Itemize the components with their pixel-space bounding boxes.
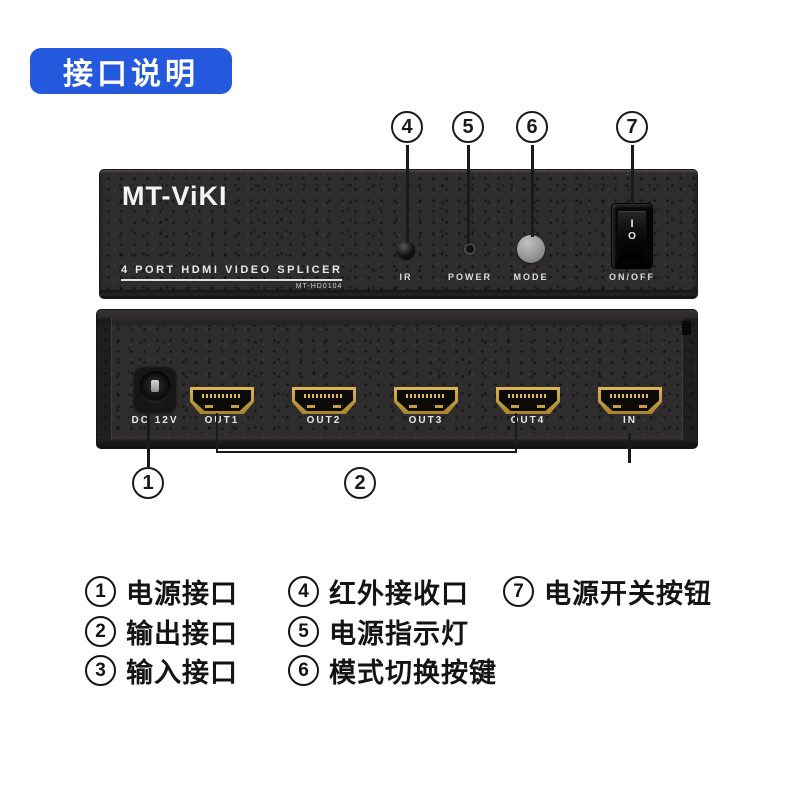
- dc-jack-hole: [139, 371, 171, 403]
- callout-5: 5: [452, 111, 484, 143]
- callout-line-7: [631, 145, 634, 204]
- callout-line-6: [531, 145, 534, 237]
- callout-4: 4: [391, 111, 423, 143]
- callout-line-5: [467, 145, 470, 244]
- legend-item-7: 7 电源开关按钮: [503, 572, 712, 611]
- rear-panel-right-flange: [682, 318, 697, 440]
- hdmi-port-out3: [394, 387, 458, 414]
- switch-on-symbol: I: [630, 218, 634, 230]
- legend-number-7: 7: [503, 576, 534, 607]
- product-model: MT-HD0104: [295, 283, 343, 290]
- rear-panel-top-edge: [97, 310, 697, 325]
- power-led-icon: [464, 243, 476, 255]
- port-label-in: IN: [623, 415, 637, 426]
- callout-bracket-2: [216, 413, 517, 453]
- callout-line-3: [628, 433, 631, 463]
- device-front-panel: MT-ViKI 4 PORT HDMI VIDEO SPLICER MT-HD0…: [100, 170, 697, 298]
- legend-text-7: 电源开关按钮: [544, 579, 712, 609]
- legend-text-3: 输入接口: [126, 658, 238, 688]
- port-label-out1: OUT1: [204, 415, 240, 426]
- rear-panel-corner-notch: [682, 321, 691, 335]
- callout-line-4: [406, 145, 409, 243]
- legend-text-1: 电源接口: [126, 579, 238, 609]
- product-title: 4 PORT HDMI VIDEO SPLICER: [121, 264, 343, 281]
- rocker-face: I O: [618, 211, 646, 261]
- callout-1: 1: [132, 467, 164, 499]
- legend-item-6: 6 模式切换按键: [288, 651, 497, 690]
- legend-number-1: 1: [85, 576, 116, 607]
- legend-text-6: 模式切换按键: [329, 658, 497, 688]
- callout-7: 7: [616, 111, 648, 143]
- legend-item-3: 3 输入接口: [85, 651, 238, 690]
- legend-item-4: 4 红外接收口: [288, 572, 469, 611]
- callout-6: 6: [516, 111, 548, 143]
- interface-title-badge: 接口说明: [30, 48, 232, 94]
- ir-label: IR: [399, 272, 413, 282]
- port-label-out4: OUT4: [510, 415, 546, 426]
- legend-number-5: 5: [288, 616, 319, 647]
- hdmi-port-in: [598, 387, 662, 414]
- callout-2: 2: [344, 467, 376, 499]
- front-panel-bottom-lip: [100, 290, 697, 298]
- port-label-out2: OUT2: [306, 415, 342, 426]
- dc-label: DC 12V: [131, 415, 179, 426]
- legend-text-4: 红外接收口: [329, 579, 469, 609]
- product-text-block: 4 PORT HDMI VIDEO SPLICER MT-HD0104: [121, 260, 343, 290]
- legend-text-5: 电源指示灯: [329, 619, 469, 649]
- brand-logo: MT-ViKI: [122, 181, 228, 211]
- port-label-out3: OUT3: [408, 415, 444, 426]
- power-rocker-switch: I O: [612, 204, 652, 268]
- legend-text-2: 输出接口: [126, 619, 238, 649]
- mode-button: [517, 235, 545, 263]
- device-rear-panel: DC 12V OUT1 OUT2 OUT3 OUT4 IN: [97, 310, 697, 448]
- legend-item-2: 2 输出接口: [85, 612, 238, 651]
- callout-line-1: [147, 412, 150, 467]
- legend-item-5: 5 电源指示灯: [288, 612, 469, 651]
- rear-panel-bottom-edge: [97, 437, 697, 448]
- onoff-label: ON/OFF: [609, 272, 655, 282]
- hdmi-port-out4: [496, 387, 560, 414]
- legend-number-6: 6: [288, 655, 319, 686]
- legend-number-3: 3: [85, 655, 116, 686]
- legend-number-4: 4: [288, 576, 319, 607]
- hdmi-port-out2: [292, 387, 356, 414]
- switch-off-symbol: O: [628, 231, 636, 242]
- legend-number-2: 2: [85, 616, 116, 647]
- power-label: POWER: [447, 272, 492, 282]
- hdmi-port-out1: [190, 387, 254, 414]
- mode-label: MODE: [513, 272, 549, 282]
- rear-panel-left-flange: [97, 318, 112, 440]
- legend-item-1: 1 电源接口: [85, 572, 238, 611]
- dc-power-jack: [134, 366, 176, 412]
- dc-jack-pin: [151, 380, 159, 392]
- ir-receiver-icon: [397, 241, 415, 259]
